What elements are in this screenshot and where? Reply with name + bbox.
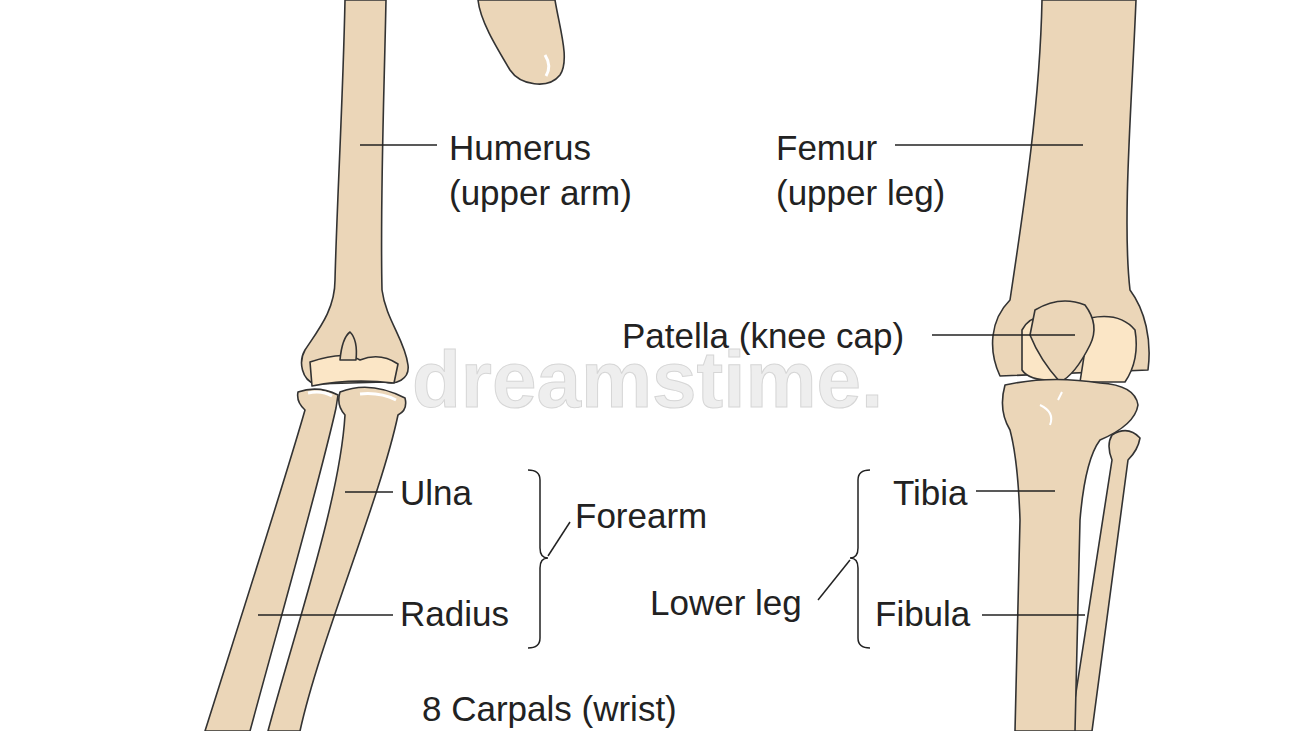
part-name: Radius — [400, 591, 509, 636]
bone-highlight — [1040, 392, 1062, 425]
part-name: Tibia — [893, 470, 968, 515]
patella-bone — [1030, 301, 1094, 382]
leader-line — [548, 522, 570, 556]
leader-line — [982, 614, 1085, 616]
bone-highlight — [545, 55, 549, 76]
bone-highlight — [308, 392, 396, 400]
part-name: 8 Carpals (wrist) — [422, 686, 677, 731]
elbow-process — [340, 332, 356, 360]
leader-line — [258, 614, 393, 616]
ulna-bone — [268, 387, 406, 731]
group-name: Forearm — [575, 493, 707, 538]
part-name: Humerus (upper arm) — [449, 125, 659, 215]
part-name: Ulna — [400, 470, 472, 515]
part-name: Femur (upper leg) — [776, 125, 986, 215]
leader-line — [895, 144, 1083, 146]
tibia-bone — [1002, 379, 1138, 731]
humerus-bone — [302, 0, 409, 384]
leader-line — [360, 144, 437, 146]
group-name: Lower leg — [650, 580, 802, 625]
bracket — [528, 470, 548, 648]
watermark: dreamstime. — [412, 335, 883, 425]
leader-line — [345, 491, 393, 493]
leader-line — [976, 490, 1055, 492]
bracket — [850, 470, 870, 648]
shoulder-bone — [478, 0, 564, 84]
leader-line — [932, 334, 1075, 336]
part-name: Fibula — [875, 591, 970, 636]
leader-line — [818, 560, 850, 600]
